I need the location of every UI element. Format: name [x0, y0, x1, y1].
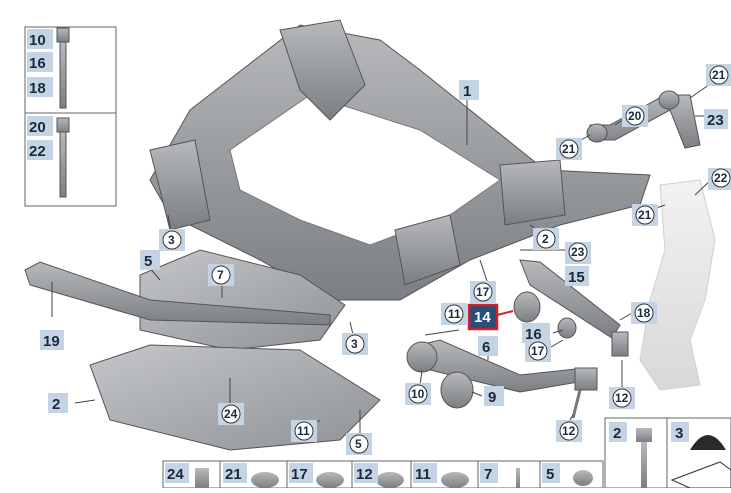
strut-bar-23 — [24, 261, 331, 326]
underbody-panel-6 — [139, 249, 346, 351]
box-label-18: 18 — [29, 80, 46, 97]
label-3b: 3 — [351, 337, 358, 351]
plain-callout-labels: 1 23 15 16 6 9 5 19 2 — [40, 80, 728, 413]
label-16: 23 — [571, 245, 585, 259]
box-label-16: 16 — [29, 55, 46, 72]
label-21c: 21 — [638, 208, 652, 222]
thumb-24: 24 — [167, 466, 184, 483]
label-5: 5 — [355, 437, 362, 451]
box-label-22: 22 — [29, 143, 46, 160]
label-18: 18 — [637, 306, 651, 320]
box-label-10: 10 — [29, 32, 46, 49]
label-8: 6 — [482, 339, 490, 356]
thumb-2: 2 — [613, 425, 621, 442]
label-3: 3 — [168, 233, 175, 247]
label-24: 24 — [224, 407, 238, 421]
label-2: 2 — [542, 232, 549, 246]
thumb-12: 12 — [356, 466, 373, 483]
label-15: 16 — [525, 326, 542, 343]
label-7: 7 — [217, 268, 224, 282]
thumb-3: 3 — [675, 425, 683, 442]
wheel-knuckle-outline — [639, 179, 716, 391]
label-17b: 17 — [531, 344, 545, 358]
front-axle-subframe — [149, 19, 651, 301]
label-12b: 12 — [615, 391, 629, 405]
label-4: 2 — [52, 396, 60, 413]
label-21b: 21 — [562, 142, 576, 156]
thumb-11: 11 — [415, 466, 431, 483]
label-10: 10 — [411, 387, 425, 401]
label-22: 22 — [714, 171, 728, 185]
label-20: 20 — [628, 109, 642, 123]
label-13: 15 — [568, 269, 585, 286]
thumb-17: 17 — [291, 466, 308, 483]
label-19: 23 — [707, 112, 724, 129]
hotspot-14-selected[interactable]: 14 — [467, 303, 499, 331]
label-12: 12 — [562, 424, 576, 438]
bolt-box-labels: 10 16 18 20 22 — [27, 29, 53, 160]
circle-callout-labels: 21 20 21 22 21 2 23 17 18 17 11 3 7 3 10… — [159, 64, 731, 455]
thumb-7: 7 — [484, 466, 492, 483]
label-1: 1 — [463, 83, 471, 100]
label-11b: 11 — [297, 424, 310, 438]
label-6: 5 — [144, 253, 152, 270]
label-14: 14 — [474, 309, 491, 326]
underbody-panel-4 — [89, 344, 381, 451]
label-23: 19 — [43, 333, 60, 350]
thumbnail-labels: 24 21 17 12 11 7 5 — [165, 463, 560, 483]
label-9: 9 — [488, 389, 496, 406]
label-21: 21 — [712, 68, 726, 82]
label-11: 11 — [448, 307, 461, 321]
thumb-21: 21 — [225, 466, 242, 483]
box-label-20: 20 — [29, 119, 46, 136]
thumb-5: 5 — [546, 466, 554, 483]
label-17: 17 — [476, 285, 490, 299]
right-thumbnail-box: 2 3 — [604, 417, 731, 489]
